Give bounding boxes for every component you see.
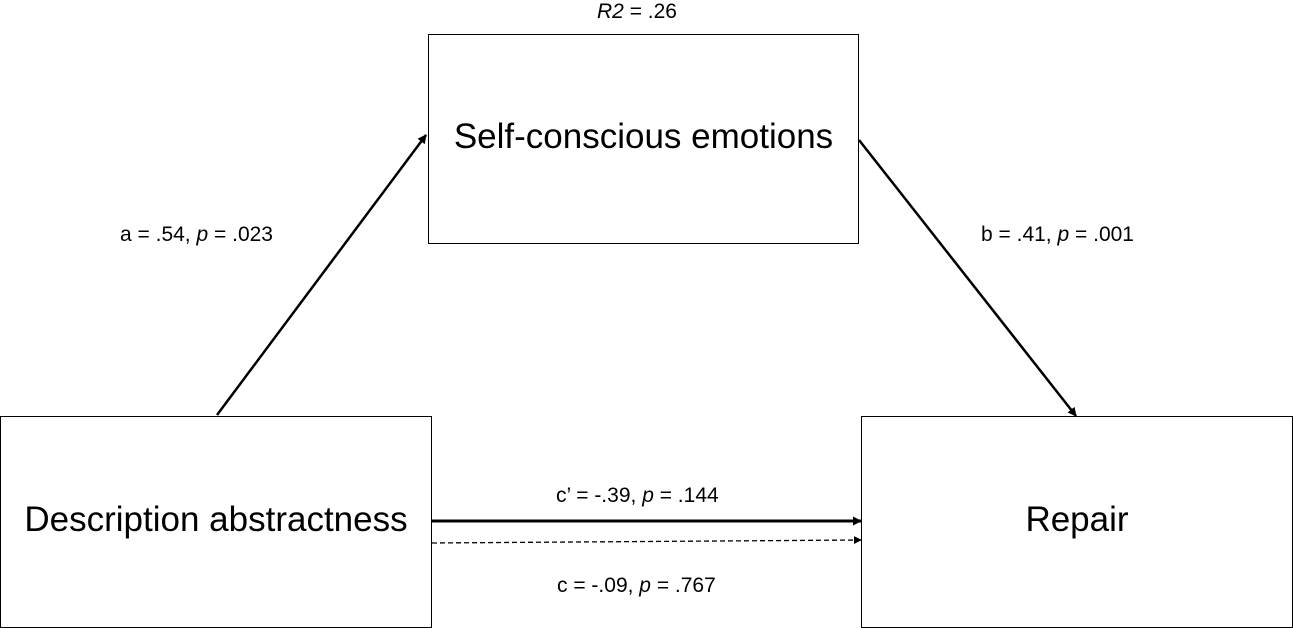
outcome-box: Repair [861,416,1293,628]
path-a-coef: a = .54, [120,223,197,246]
path-c-prime-p-symbol: p [642,484,654,507]
predictor-box: Description abstractness [0,416,432,628]
path-b-p-value: = .001 [1069,223,1134,246]
path-a-label: a = .54, p = .023 [120,224,273,245]
path-a-arrow [215,134,428,416]
path-c-prime-label: c’ = -.39, p = .144 [556,485,719,506]
path-c-prime-p-value: = .144 [653,484,719,507]
path-c-p-symbol: p [639,574,651,597]
path-b-arrow [858,139,1077,417]
path-a-p-value: = .023 [208,223,273,246]
path-c-prime-coef: c’ = -.39, [556,484,643,507]
path-c-arrow [431,536,862,545]
path-b-coef: b = .41, [981,223,1058,246]
r-squared-label: R2 = .26 [597,1,677,22]
path-c-p-value: = .767 [650,574,716,597]
path-a-p-symbol: p [196,223,209,246]
predictor-label: Description abstractness [24,500,408,539]
path-c-label: c = -.09, p = .767 [557,575,716,596]
r-squared-symbol: R2 [597,0,624,23]
mediator-label: Self-conscious emotions [453,117,834,156]
path-b-p-symbol: p [1057,223,1070,246]
mediator-box: Self-conscious emotions [428,34,859,244]
outcome-label: Repair [1025,500,1129,539]
r-squared-value: = .26 [623,0,677,23]
path-c-coef: c = -.09, [557,574,640,597]
path-b-label: b = .41, p = .001 [981,224,1134,245]
